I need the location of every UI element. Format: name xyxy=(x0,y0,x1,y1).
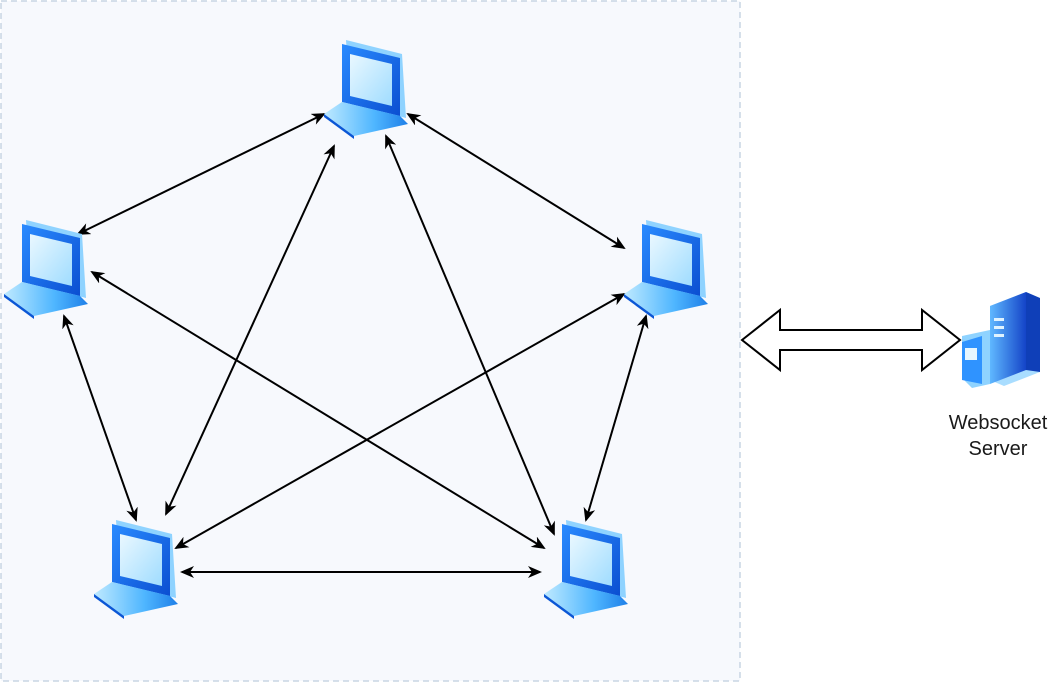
gateway-double-arrow xyxy=(740,307,962,373)
server-label-line1: Websocket xyxy=(948,412,1048,434)
edge-right-bottomleft xyxy=(174,293,626,549)
server-label-line2: Server xyxy=(968,438,1028,460)
peer-connections xyxy=(62,112,649,578)
edge-right-bottomright xyxy=(583,314,649,522)
server-label: Websocket Server xyxy=(936,410,1060,462)
server-icon xyxy=(962,292,1040,388)
